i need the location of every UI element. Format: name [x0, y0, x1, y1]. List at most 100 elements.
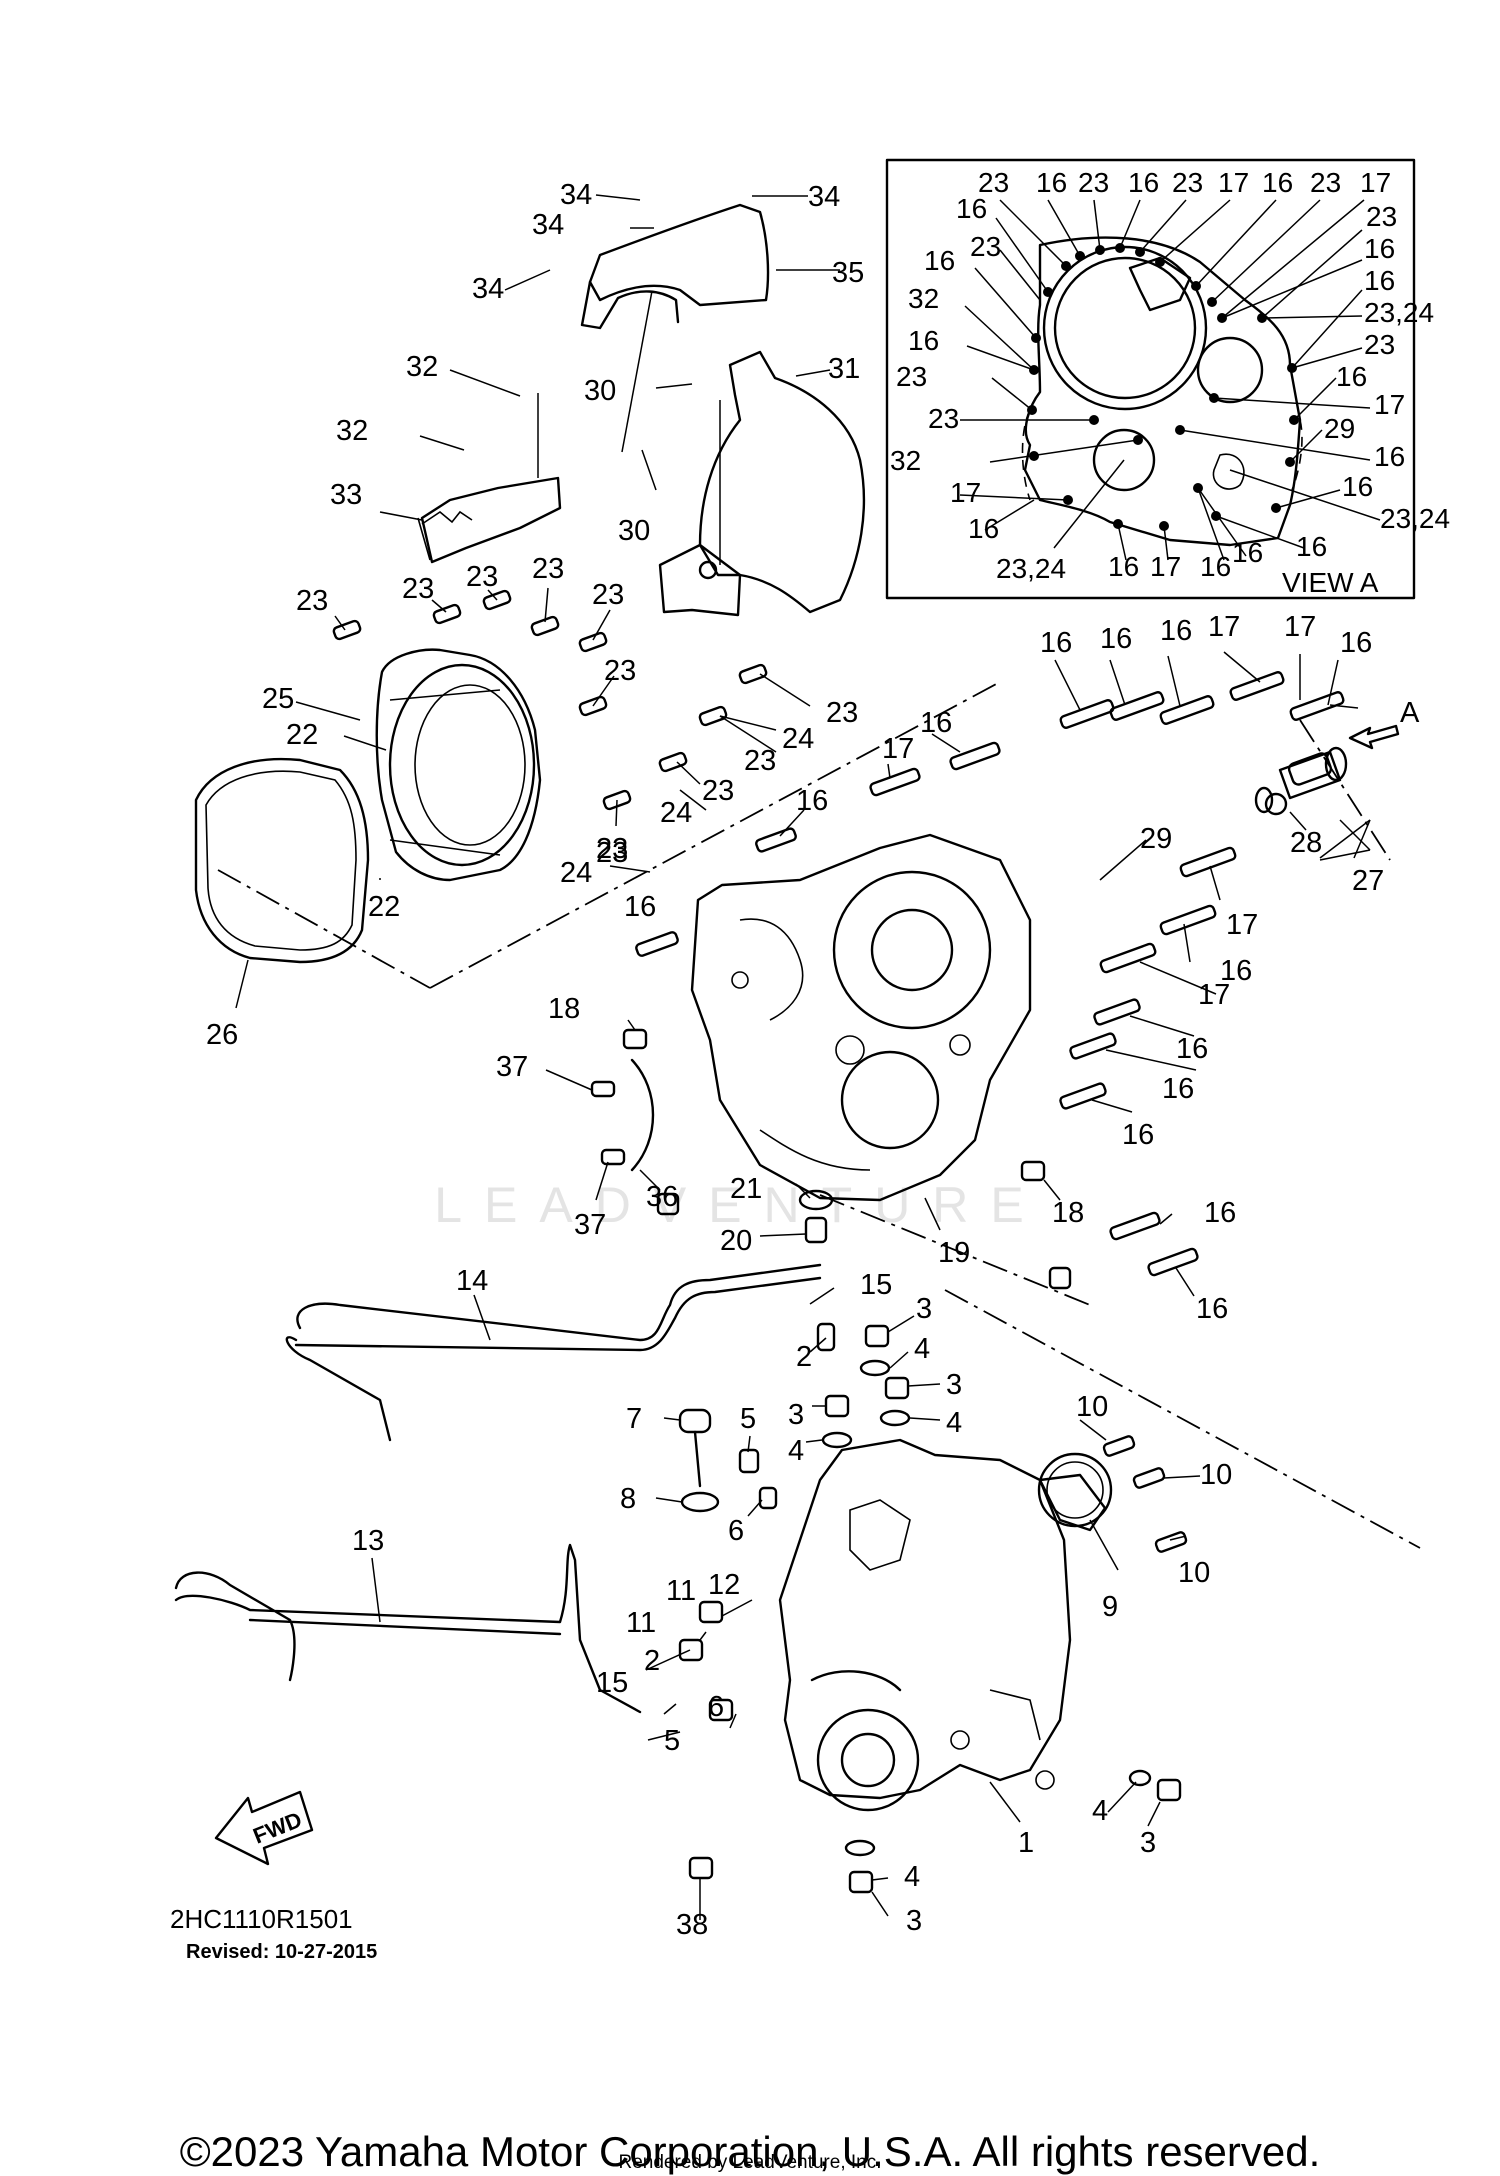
view-a-callout: 23	[896, 361, 927, 392]
oil-pump-9	[1037, 1452, 1113, 1532]
callout-32: 32	[406, 351, 438, 383]
callout-16: 16	[1340, 627, 1372, 659]
callout-16: 16	[1196, 1293, 1228, 1325]
callout-16: 16	[920, 707, 952, 739]
callout-4: 4	[904, 1861, 920, 1893]
view-a-callout: 16	[1108, 551, 1139, 582]
callout-20: 20	[720, 1225, 752, 1257]
callout-23: 23	[596, 837, 628, 869]
callout-25: 25	[262, 683, 294, 715]
callout-35: 35	[832, 257, 864, 289]
callout-10: 10	[1076, 1391, 1108, 1423]
view-a-callout: 16	[924, 245, 955, 276]
callout-6: 6	[728, 1515, 744, 1547]
callouts: 34 34 34 34 35 31 32 32 30 30 33 23 23 2…	[206, 179, 1420, 1941]
callout-19: 19	[938, 1237, 970, 1269]
view-a-callout: 23	[970, 231, 1001, 262]
view-a-callout: 23,24	[1380, 503, 1450, 534]
callout-23: 23	[596, 833, 628, 865]
callout-10: 10	[1178, 1557, 1210, 1589]
callout-30: 30	[618, 515, 650, 547]
callout-17: 17	[1226, 909, 1258, 941]
view-a-callout: 32	[890, 445, 921, 476]
view-a-callout: 23	[1364, 329, 1395, 360]
callout-26: 26	[206, 1019, 238, 1051]
callout-34: 34	[532, 209, 564, 241]
callout-10: 10	[1200, 1459, 1232, 1491]
view-a-callout: 23	[978, 167, 1009, 198]
callout-3: 3	[946, 1369, 962, 1401]
view-a-callout: 16	[1342, 471, 1373, 502]
callout-1: 1	[1018, 1827, 1034, 1859]
callout-9: 9	[1102, 1591, 1118, 1623]
upper-covers	[417, 203, 866, 617]
callout-3: 3	[1140, 1827, 1156, 1859]
view-a-callout: 32	[908, 283, 939, 314]
callout-16: 16	[624, 891, 656, 923]
view-a-callout: 23	[1366, 201, 1397, 232]
revision-date: Revised: 10-27-2015	[186, 1941, 377, 1963]
callout-view-a-arrow: A	[1400, 697, 1420, 729]
callout-29: 29	[1140, 823, 1172, 855]
view-a-inset: 23 16 23 16 23 17 16 23 17 16 23 16 32 1…	[885, 158, 1450, 600]
callout-11: 11	[626, 1607, 656, 1639]
clutch-cover-25	[375, 648, 542, 882]
callout-17: 17	[1198, 979, 1230, 1011]
callout-34: 34	[808, 181, 840, 213]
callout-17: 17	[1284, 611, 1316, 643]
pipe-13	[174, 1543, 642, 1714]
callout-24: 24	[660, 797, 692, 829]
view-a-callout: 16	[1262, 167, 1293, 198]
callout-5: 5	[740, 1403, 756, 1435]
callout-24: 24	[782, 723, 814, 755]
fwd-arrow-icon: FWD	[214, 1790, 314, 1866]
view-a-callout: 23,24	[1364, 297, 1434, 328]
callout-16: 16	[1220, 955, 1252, 987]
callout-16: 16	[1040, 627, 1072, 659]
watermark: LEADVENTURE	[434, 1177, 1046, 1233]
callout-27: 27	[1352, 865, 1384, 897]
callout-16: 16	[1204, 1197, 1236, 1229]
view-a-callout: 17	[950, 477, 981, 508]
callout-4: 4	[1092, 1795, 1108, 1827]
callout-7: 7	[626, 1403, 642, 1435]
view-a-callout: 16	[1036, 167, 1067, 198]
callout-30: 30	[584, 375, 616, 407]
view-a-title: VIEW A	[1282, 567, 1379, 598]
callout-32: 32	[336, 415, 368, 447]
callout-36: 36	[646, 1181, 678, 1213]
bolts	[332, 589, 1345, 1894]
gasket-26	[194, 757, 370, 964]
callout-31: 31	[828, 353, 860, 385]
callout-4: 4	[946, 1407, 962, 1439]
callout-17: 17	[882, 733, 914, 765]
callout-13: 13	[352, 1525, 384, 1557]
callout-38: 38	[676, 1909, 708, 1941]
callout-23: 23	[466, 561, 498, 593]
drawing-code: 2HC1110R1501	[170, 1904, 353, 1934]
callout-2: 2	[796, 1341, 812, 1373]
view-a-callout: 17	[1360, 167, 1391, 198]
view-a-callout: 16	[956, 193, 987, 224]
callout-16: 16	[1100, 623, 1132, 655]
callout-16: 16	[796, 785, 828, 817]
view-a-arrow	[1348, 724, 1400, 750]
callout-34: 34	[560, 179, 592, 211]
view-a-callout: 16	[908, 325, 939, 356]
crankcase-19	[690, 833, 1032, 1202]
rendered-by: Rendered by LeadVenture, Inc.	[618, 2152, 882, 2173]
callout-4: 4	[788, 1435, 804, 1467]
callout-16: 16	[1160, 615, 1192, 647]
callout-5: 5	[664, 1725, 680, 1757]
callout-23: 23	[402, 573, 434, 605]
view-a-callout: 23,24	[996, 553, 1066, 584]
callout-23: 23	[744, 745, 776, 777]
view-a-callout: 16	[1200, 551, 1231, 582]
copyright-notice: ©2023 Yamaha Motor Corporation, U.S.A. A…	[179, 2128, 1321, 2175]
callout-23: 23	[592, 579, 624, 611]
callout-17: 17	[1208, 611, 1240, 643]
pipe-14	[285, 1263, 822, 1442]
callout-22: 22	[286, 719, 318, 751]
callout-16: 16	[1162, 1073, 1194, 1105]
